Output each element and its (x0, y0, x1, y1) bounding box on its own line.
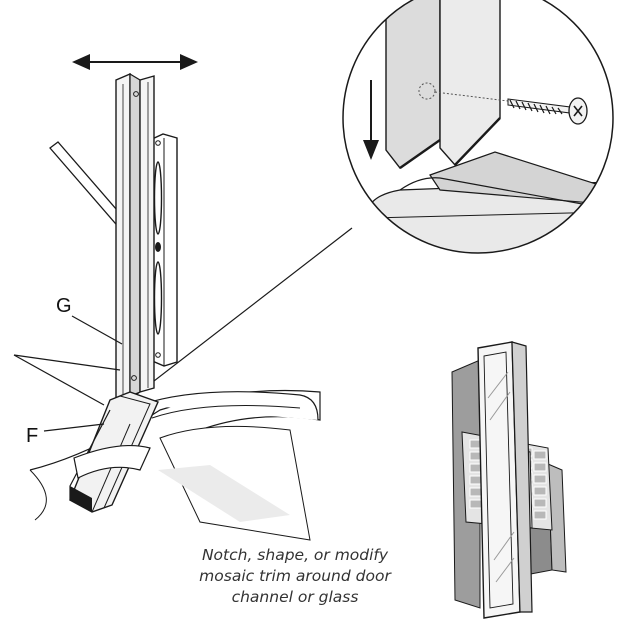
caption-line-2: mosaic trim around door (199, 567, 391, 585)
mosaic-trim-illustration (451, 341, 567, 619)
screw-icon (507, 97, 588, 125)
down-arrow-icon (363, 80, 379, 160)
level-icon (149, 133, 178, 367)
tub-ledge (29, 389, 321, 541)
wall-channel (115, 72, 155, 401)
callout-line-left (131, 227, 353, 399)
caption-line-3: channel or glass (231, 588, 359, 606)
double-arrow-icon (72, 54, 198, 70)
leader-lines (13, 315, 123, 432)
caption-text: Notch, shape, or modify mosaic trim arou… (150, 545, 440, 608)
label-f: F (26, 425, 39, 447)
detail-circle-border (342, 0, 614, 254)
detail-callout (131, 0, 614, 399)
caption-line-1: Notch, shape, or modify (201, 546, 389, 564)
bottom-channel (69, 391, 159, 513)
label-g: G (56, 295, 72, 317)
